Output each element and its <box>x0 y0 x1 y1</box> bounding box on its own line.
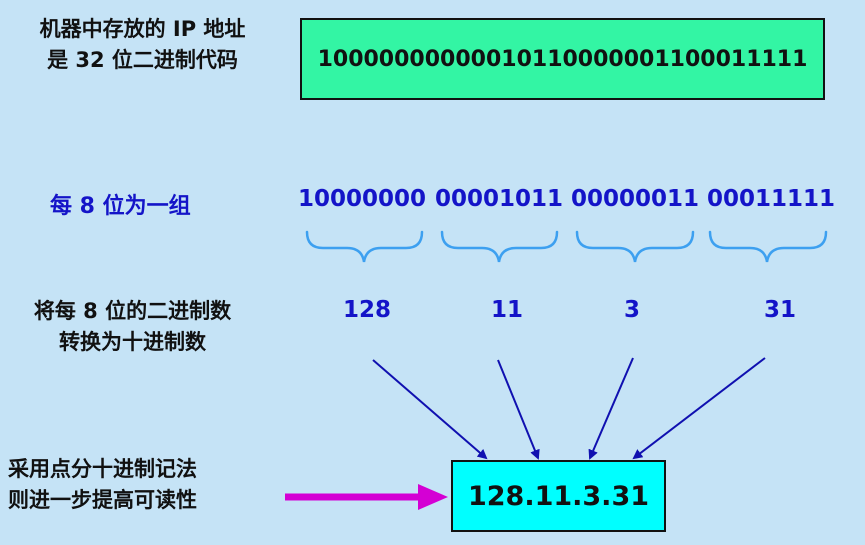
brace-3 <box>575 230 695 263</box>
stored-ip-label: 机器中存放的 IP 地址 是 32 位二进制代码 <box>10 14 275 76</box>
group-label: 每 8 位为一组 <box>50 194 191 219</box>
decimal-4: 31 <box>763 297 796 323</box>
conversion-arrows <box>372 357 766 460</box>
arrow-1 <box>372 359 488 460</box>
decimal-1: 128 <box>342 297 391 323</box>
octet-1: 10000000 <box>297 186 427 212</box>
dotted-label-line1: 采用点分十进制记法 <box>8 457 197 481</box>
octet-2: 00001011 <box>434 186 564 212</box>
octet-3: 00000011 <box>570 186 700 212</box>
octet-braces <box>305 230 828 263</box>
convert-label-line2: 转换为十进制数 <box>59 330 206 354</box>
convert-label: 将每 8 位的二进制数 转换为十进制数 <box>5 296 260 358</box>
brace-4 <box>708 230 828 263</box>
arrow-3 <box>588 357 634 460</box>
convert-label-line1: 将每 8 位的二进制数 <box>33 299 232 323</box>
arrow-4 <box>632 357 766 460</box>
stored-ip-label-line2: 是 32 位二进制代码 <box>47 48 238 72</box>
binary-ip-value: 10000000000010110000001100011111 <box>317 46 808 72</box>
brace-2 <box>440 230 559 263</box>
brace-1 <box>305 230 424 263</box>
octet-4: 00011111 <box>706 186 836 212</box>
dotted-label-line2: 则进一步提高可读性 <box>8 488 197 512</box>
dotted-result-value: 128.11.3.31 <box>467 480 650 512</box>
dotted-label: 采用点分十进制记法 则进一步提高可读性 <box>8 454 197 516</box>
stored-ip-label-line1: 机器中存放的 IP 地址 <box>39 17 246 41</box>
dotted-result-box: 128.11.3.31 <box>451 460 666 532</box>
decimal-2: 11 <box>490 297 523 323</box>
highlight-arrow <box>285 484 448 510</box>
arrow-2 <box>497 359 540 460</box>
binary-ip-box: 10000000000010110000001100011111 <box>300 18 825 100</box>
decimal-3: 3 <box>623 297 640 323</box>
